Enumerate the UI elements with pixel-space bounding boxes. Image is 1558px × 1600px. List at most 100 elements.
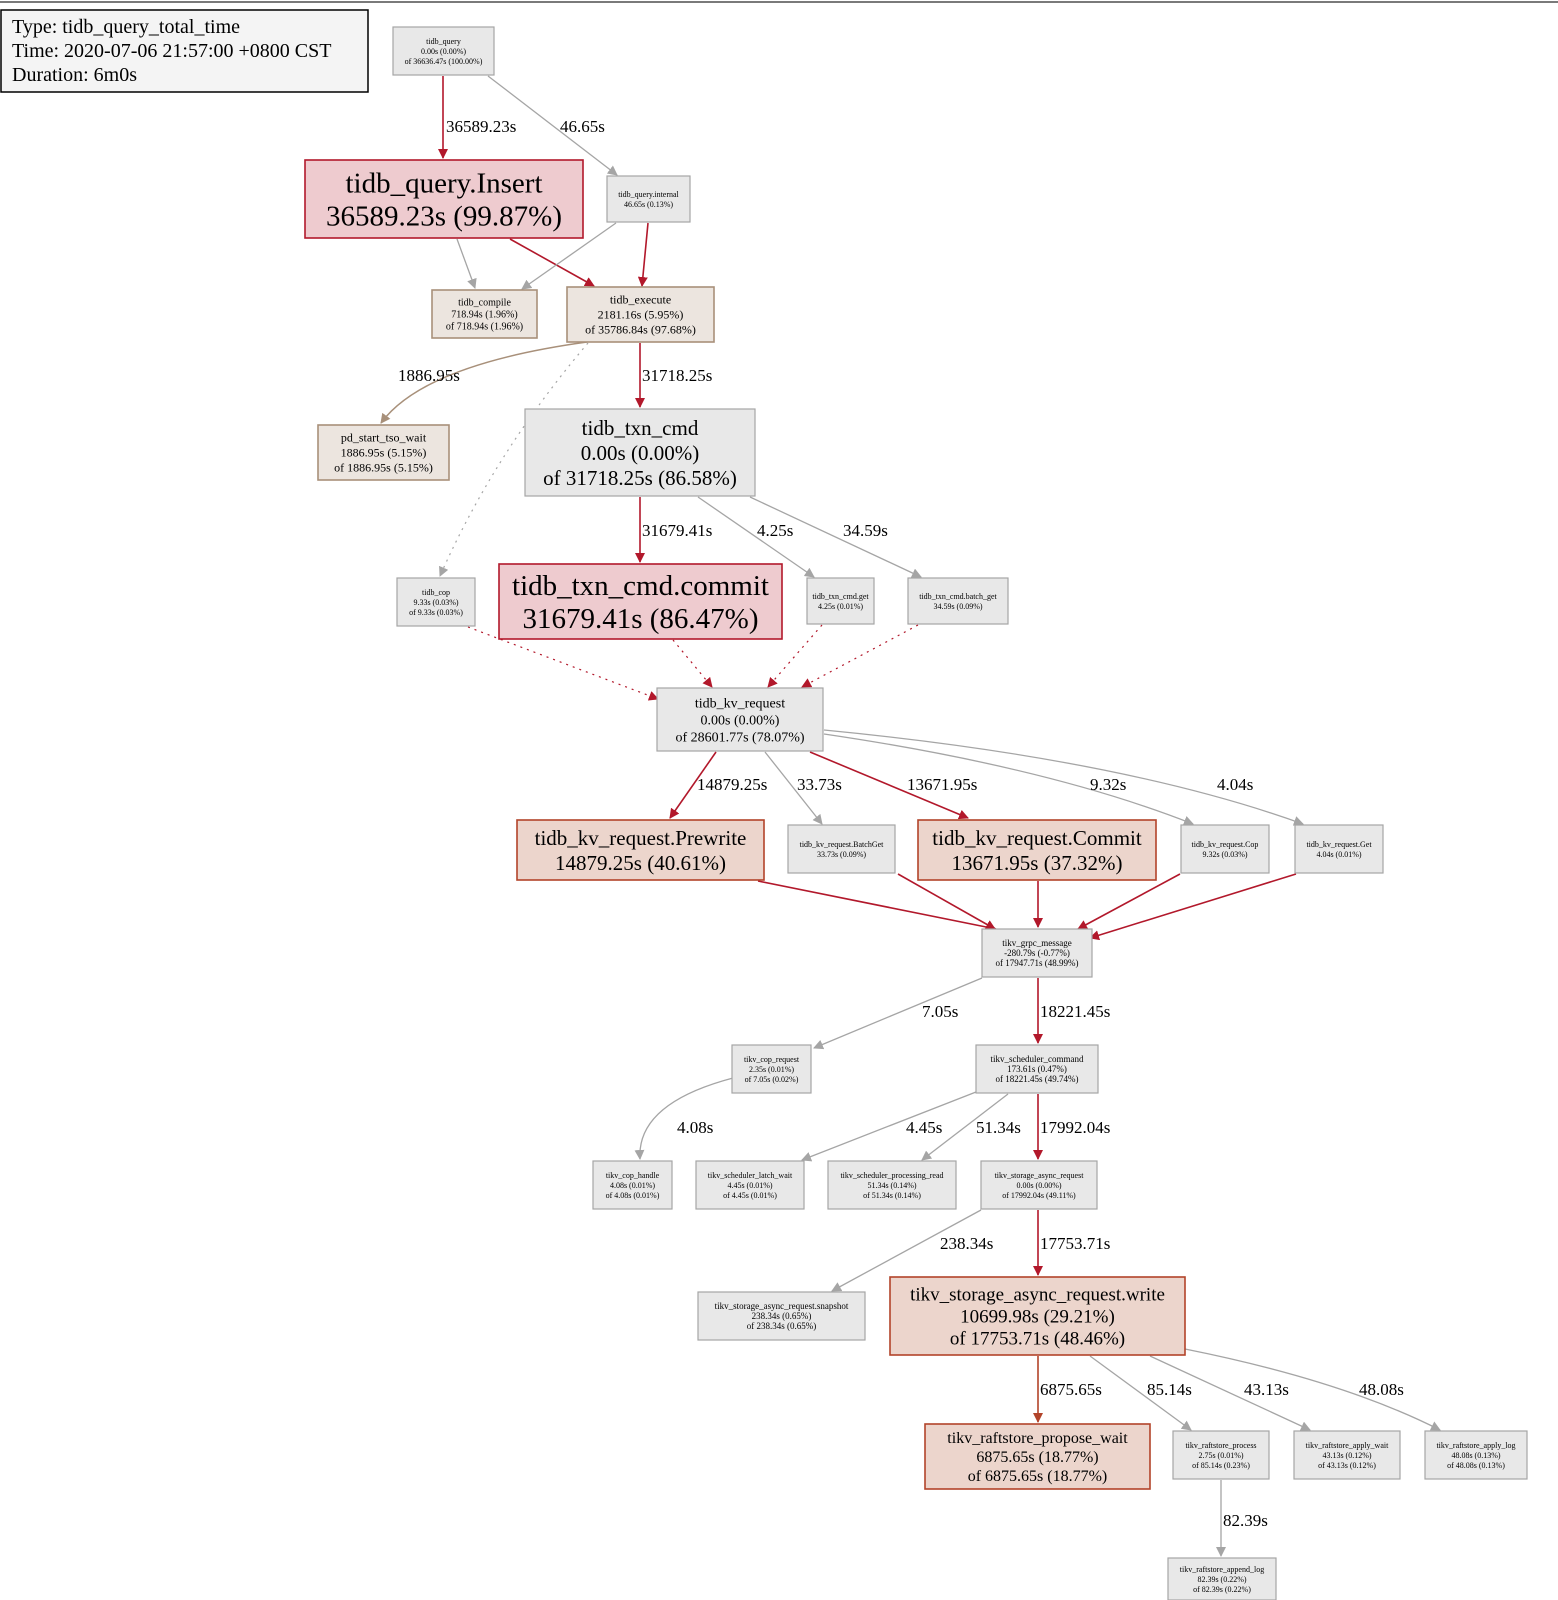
edge-process-append: 82.39s <box>1216 1480 1268 1557</box>
node-title: tikv_raftstore_process <box>1185 1441 1256 1450</box>
node-box <box>656 687 824 752</box>
edge-cop-grpc <box>1077 873 1181 930</box>
edge-line <box>521 222 617 290</box>
node-value: 1886.95s (5.15%) <box>341 446 427 460</box>
edge-label: 4.04s <box>1217 775 1253 794</box>
edge-label: 51.34s <box>976 1118 1021 1137</box>
node-value: of 82.39s (0.22%) <box>1193 1585 1251 1594</box>
node-value: of 31718.25s (86.58%) <box>543 466 737 490</box>
edge-line <box>921 1093 1009 1161</box>
node-title: tidb_kv_request <box>695 696 785 711</box>
node-title: tidb_execute <box>610 293 671 307</box>
node-value: of 238.34s (0.65%) <box>747 1321 817 1331</box>
node-value: 13671.95s (37.32%) <box>952 851 1123 875</box>
edge-line <box>831 1209 982 1292</box>
edge-line <box>672 639 713 688</box>
node-value: 4.08s (0.01%) <box>610 1181 655 1190</box>
edge-line <box>487 75 618 176</box>
node-box <box>731 1044 812 1094</box>
node-value: of 17753.71s (48.46%) <box>950 1329 1125 1350</box>
info-time: Time: 2020-07-06 21:57:00 +0800 CST <box>12 40 331 62</box>
node-tikv-storage-async-request-snapshot[interactable]: tikv_storage_async_request.snapshot238.3… <box>697 1291 866 1341</box>
edge-label: 43.13s <box>1244 1380 1289 1399</box>
edge-line <box>809 751 969 820</box>
node-title: tikv_raftstore_append_log <box>1180 1565 1264 1574</box>
node-title: tikv_raftstore_apply_wait <box>1306 1441 1389 1450</box>
node-box <box>1424 1430 1528 1480</box>
node-title: tidb_kv_request.Prewrite <box>535 826 747 850</box>
edge-label: 17753.71s <box>1040 1234 1110 1253</box>
edge-kv-batchget: 33.73s <box>764 751 842 825</box>
node-box <box>889 1276 1186 1356</box>
node-box <box>1294 824 1384 874</box>
node-title: tikv_grpc_message <box>1002 938 1071 948</box>
node-box <box>806 577 875 625</box>
node-tikv-grpc-message[interactable]: tikv_grpc_message-280.79s (-0.77%)of 179… <box>981 928 1093 978</box>
edge-label: 4.45s <box>906 1118 942 1137</box>
node-box <box>392 26 495 76</box>
node-value: 173.61s (0.47%) <box>1007 1064 1067 1074</box>
node-value: 0.00s (0.00%) <box>701 713 780 728</box>
node-box <box>695 1160 805 1210</box>
node-box <box>1180 824 1270 874</box>
node-box <box>787 824 896 874</box>
node-value: of 17947.71s (48.99%) <box>996 958 1079 968</box>
edge-txn-batch-get: 34.59s <box>749 496 922 578</box>
node-title: tidb_query.Insert <box>345 168 542 200</box>
node-value: 6875.65s (18.77%) <box>976 1449 1098 1466</box>
node-title: tidb_query <box>426 37 461 46</box>
node-value: 0.00s (0.00%) <box>1016 1181 1061 1190</box>
node-title: tikv_cop_request <box>744 1055 800 1064</box>
node-value: of 1886.95s (5.15%) <box>334 461 433 475</box>
edge-line <box>749 496 922 578</box>
node-value: of 48.08s (0.13%) <box>1447 1461 1505 1470</box>
edge-label: 1886.95s <box>398 366 460 385</box>
edge-line <box>801 624 919 688</box>
info-box: Type: tidb_query_total_time Time: 2020-0… <box>0 9 369 93</box>
edge-line <box>764 751 823 825</box>
node-title: tidb_txn_cmd <box>582 416 699 440</box>
edge-label: 9.32s <box>1090 775 1126 794</box>
node-title: tikv_storage_async_request <box>995 1171 1085 1180</box>
edge-label: 85.14s <box>1147 1380 1192 1399</box>
edge-kv-get: 4.04s <box>823 729 1304 826</box>
node-value: of 18221.45s (49.74%) <box>996 1074 1079 1084</box>
node-tikv-storage-async-request-write[interactable]: tikv_storage_async_request.write10699.98… <box>889 1276 1186 1356</box>
edge-line <box>1149 1355 1311 1431</box>
edge-cop-kv <box>467 626 659 701</box>
edge-label: 238.34s <box>940 1234 993 1253</box>
node-value: 0.00s (0.00%) <box>581 441 699 465</box>
edge-line <box>634 1077 734 1160</box>
edge-write-apply-wait: 43.13s <box>1149 1355 1311 1431</box>
edge-label: 17992.04s <box>1040 1118 1110 1137</box>
edge-grpc-scheduler: 18221.45s <box>1033 978 1110 1044</box>
